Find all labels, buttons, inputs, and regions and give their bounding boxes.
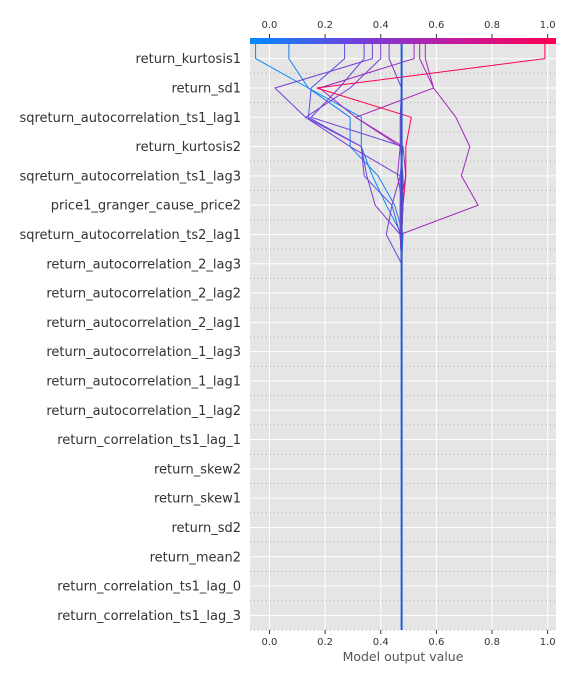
feature-labels: return_kurtosis1 return_sd1 sqreturn_autoc… (19, 52, 241, 624)
feature-label: return_skew1 (154, 492, 241, 507)
feature-label: return_mean2 (150, 550, 241, 565)
feature-label: sqreturn_autocorrelation_ts2_lag1 (19, 228, 241, 243)
feature-label: return_skew2 (154, 462, 241, 477)
top-tick-label: 0.4 (373, 20, 389, 31)
feature-label: return_autocorrelation_2_lag1 (46, 316, 241, 331)
x-tick-label: 0.0 (262, 637, 278, 648)
feature-label: sqreturn_autocorrelation_ts1_lag1 (19, 111, 241, 126)
colorbar (250, 38, 556, 44)
feature-label: return_kurtosis1 (136, 52, 241, 67)
feature-label: return_sd1 (171, 81, 241, 96)
feature-label: return_autocorrelation_2_lag2 (46, 287, 241, 302)
x-tick-label: 1.0 (540, 637, 556, 648)
feature-label: return_autocorrelation_2_lag3 (46, 257, 241, 272)
feature-label: return_correlation_ts1_lag_3 (57, 609, 241, 624)
top-tick-label: 0.0 (262, 20, 278, 31)
feature-label: price1_granger_cause_price2 (51, 199, 241, 214)
feature-label: return_autocorrelation_1_lag2 (46, 404, 241, 419)
top-tick-label: 1.0 (540, 20, 556, 31)
feature-label: return_autocorrelation_1_lag1 (46, 374, 241, 389)
x-tick-label: 0.4 (373, 637, 389, 648)
feature-label: return_kurtosis2 (136, 140, 241, 155)
top-axis: 0.0 0.2 0.4 0.6 0.8 1.0 (262, 20, 556, 38)
feature-label: return_correlation_ts1_lag_1 (57, 433, 241, 448)
x-tick-label: 0.8 (484, 637, 500, 648)
feature-label: return_sd2 (171, 521, 241, 536)
feature-label: return_correlation_ts1_lag_0 (57, 580, 241, 595)
x-axis-title: Model output value (343, 649, 464, 664)
feature-label: return_autocorrelation_1_lag3 (46, 345, 241, 360)
x-tick-label: 0.6 (428, 637, 444, 648)
top-tick-label: 0.8 (484, 20, 500, 31)
top-tick-label: 0.2 (317, 20, 333, 31)
grid-layer (250, 44, 556, 631)
x-tick-label: 0.2 (317, 637, 333, 648)
x-axis: 0.0 0.2 0.4 0.6 0.8 1.0 (262, 630, 556, 648)
top-tick-label: 0.6 (428, 20, 444, 31)
feature-label: sqreturn_autocorrelation_ts1_lag3 (19, 169, 241, 184)
